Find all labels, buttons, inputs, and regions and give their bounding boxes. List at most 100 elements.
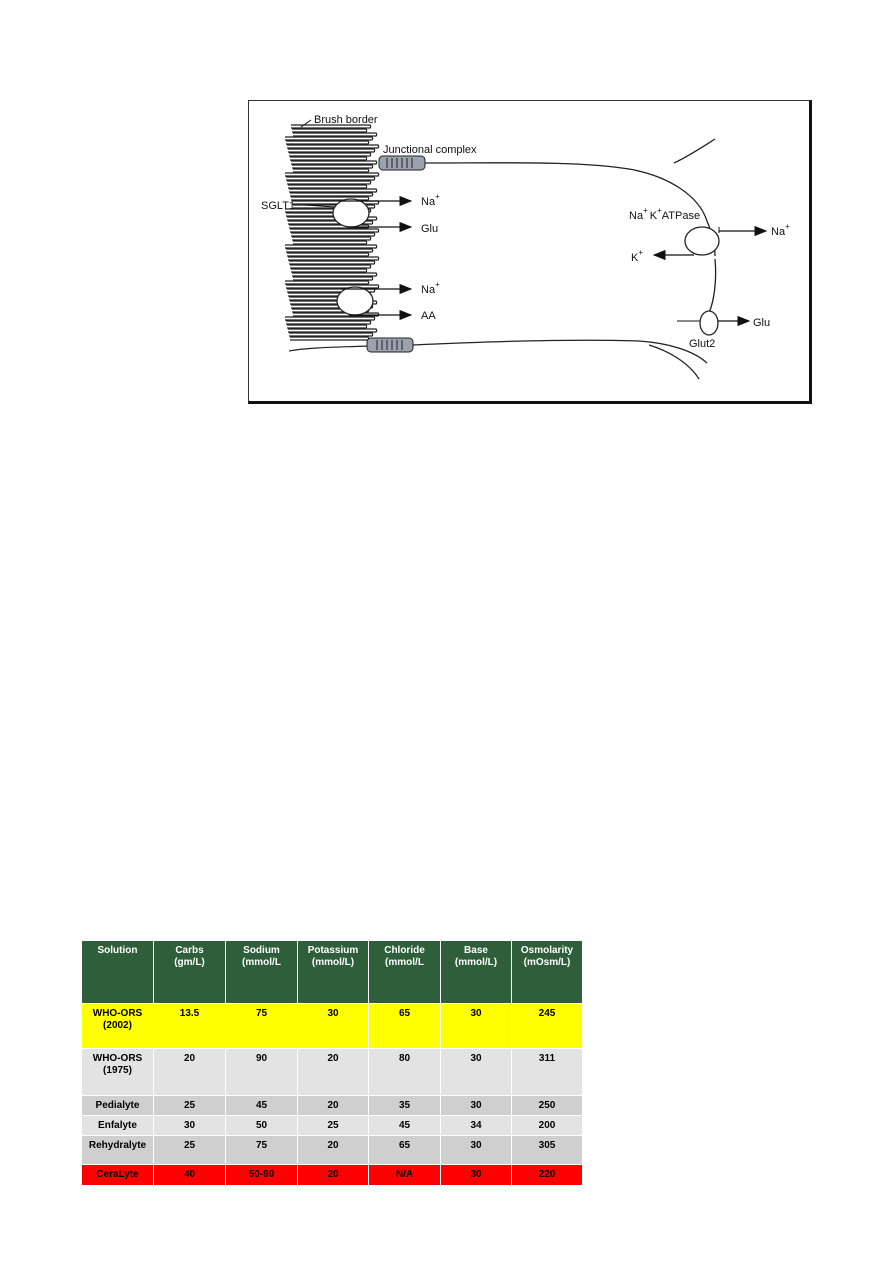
label-glu-top: Glu: [421, 223, 438, 235]
table-cell: 34: [440, 1115, 512, 1136]
microvillus: [292, 236, 372, 241]
microvillus: [288, 148, 376, 153]
table-cell: 45: [225, 1095, 298, 1116]
microvillus: [290, 264, 372, 269]
microvillus: [288, 256, 380, 261]
table-cell: 25: [153, 1135, 226, 1165]
table-cell: 80: [368, 1048, 441, 1096]
table-cell: 30: [440, 1164, 512, 1186]
membrane-line-lower: [288, 345, 368, 352]
microvillus: [285, 244, 378, 249]
cell-membrane-tail: [648, 344, 700, 380]
table-cell: 305: [511, 1135, 583, 1165]
label-na-mid: Na+: [421, 280, 440, 296]
svg-text:Na+: Na+: [421, 280, 440, 296]
table-cell: 13.5: [153, 1003, 226, 1049]
table-cell: 245: [511, 1003, 583, 1049]
table-cell: 20: [153, 1048, 226, 1096]
sglt1-transporter-top: [332, 198, 370, 228]
column-header: Base(mmol/L): [440, 940, 512, 1004]
microvillus: [285, 172, 380, 177]
table-cell: 30: [440, 1135, 512, 1165]
column-header: Sodium(mmol/L: [225, 940, 298, 1004]
microvillus: [292, 164, 374, 169]
microvillus: [287, 252, 370, 257]
cell-membrane-top: [424, 162, 708, 222]
sglt1-leader: [304, 204, 336, 208]
label-junctional-complex: Junctional complex: [383, 144, 477, 156]
microvillus: [290, 192, 374, 197]
junction-ticks-top: [386, 158, 413, 168]
table-cell: 30: [440, 1003, 512, 1049]
microvillus: [286, 284, 380, 289]
microvillus: [288, 220, 374, 225]
table-cell: 40: [153, 1164, 226, 1186]
svg-text:Na+: Na+: [421, 192, 440, 208]
column-header: Carbs(gm/L): [153, 940, 226, 1004]
microvillus: [291, 124, 372, 129]
microvillus: [285, 208, 372, 213]
label-brush-border: Brush border: [314, 114, 378, 126]
na-k-atpase-pump: [684, 226, 720, 256]
column-header: Chloride(mmol/L: [368, 940, 441, 1004]
microvillus: [290, 228, 380, 233]
microvillus: [287, 216, 378, 221]
cell-membrane-apex: [673, 138, 716, 164]
microvillus: [287, 324, 368, 329]
table-cell: 65: [368, 1135, 441, 1165]
microvillus: [293, 240, 368, 245]
basolateral-membrane-lower: [708, 258, 717, 314]
junctional-complex-bottom: [366, 337, 414, 353]
microvillus: [286, 248, 374, 253]
solution-name-cell: Pedialyte: [81, 1095, 154, 1116]
table-cell: 30: [440, 1048, 512, 1096]
microvillus: [292, 128, 368, 133]
microvillus: [291, 232, 376, 237]
microvillus: [285, 316, 376, 321]
solution-name-cell: Enfalyte: [81, 1115, 154, 1136]
microvillus: [289, 260, 376, 265]
column-header: Potassium(mmol/L): [297, 940, 369, 1004]
table-cell: 20: [297, 1048, 369, 1096]
microvillus: [293, 276, 374, 281]
microvillus: [287, 144, 380, 149]
glut2-transporter: [699, 310, 719, 336]
junction-ticks-bottom: [376, 340, 403, 350]
table-cell: 311: [511, 1048, 583, 1096]
microvillus: [291, 160, 378, 165]
microvillus: [293, 204, 376, 209]
microvillus: [289, 152, 372, 157]
column-header: Solution: [81, 940, 154, 1004]
table-cell: 30: [153, 1115, 226, 1136]
solution-name-cell: WHO-ORS(1975): [81, 1048, 154, 1096]
label-glu-right: Glu: [753, 317, 770, 329]
microvillus: [288, 328, 378, 333]
table-cell: 30: [297, 1003, 369, 1049]
microvillus: [293, 168, 370, 173]
table-cell: 20: [297, 1164, 369, 1186]
microvillus: [285, 280, 370, 285]
table-cell: 25: [297, 1115, 369, 1136]
svg-text:Na+K+ATPase: Na+K+ATPase: [629, 206, 700, 222]
label-na-k-atpase: Na+K+ATPase: [629, 206, 700, 222]
table-cell: 30: [440, 1095, 512, 1116]
diagram-svg: Brush border Junctional complex SGLT1 Na…: [261, 114, 790, 380]
solution-name-cell: Rehydralyte: [81, 1135, 154, 1165]
table-cell: 250: [511, 1095, 583, 1116]
svg-text:Na+: Na+: [771, 222, 790, 238]
table-cell: 25: [153, 1095, 226, 1116]
table-cell: 220: [511, 1164, 583, 1186]
microvillus: [288, 184, 368, 189]
solution-name-cell: WHO-ORS(2002): [81, 1003, 154, 1049]
table-cell: 20: [297, 1135, 369, 1165]
label-na-right: Na+: [771, 222, 790, 238]
microvillus: [290, 156, 368, 161]
table-cell: 65: [368, 1003, 441, 1049]
microvillus: [290, 336, 370, 341]
